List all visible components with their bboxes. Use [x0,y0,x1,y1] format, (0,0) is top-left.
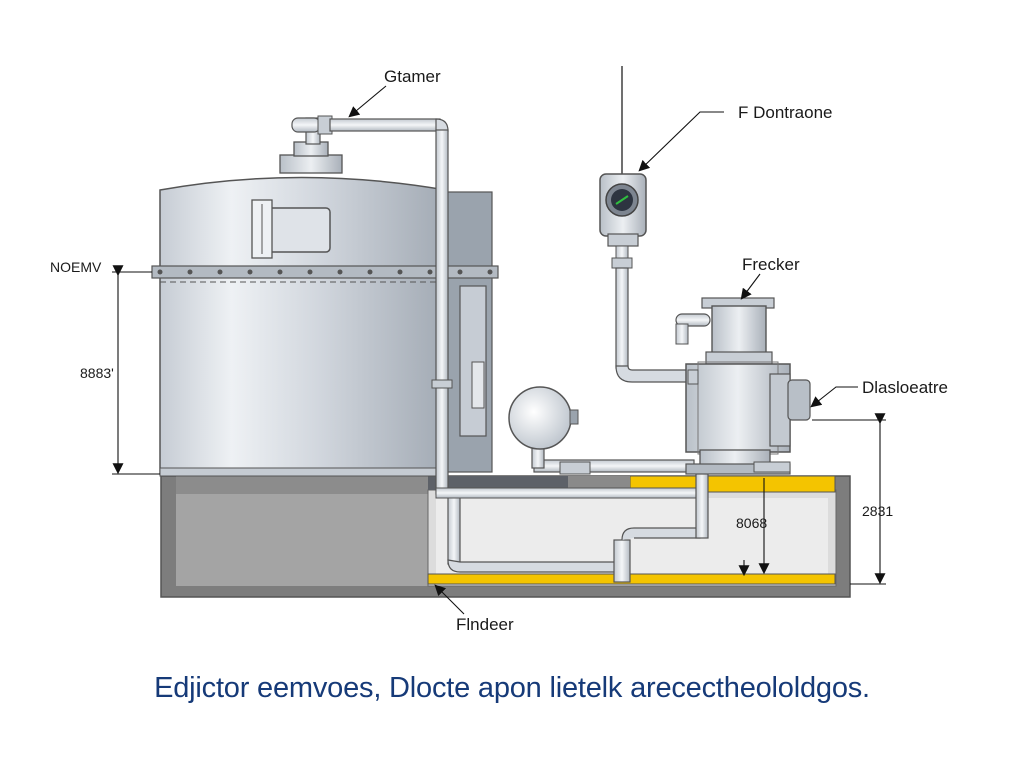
label-tank-top: NOEMV [50,259,102,275]
label-bottom-pipe: Flndeer [456,615,514,634]
dimension-lines [112,265,886,585]
tank-hatch [267,207,331,253]
pressure-gauge-round [508,386,695,475]
tank-outlet-pipe [291,115,709,583]
label-top-pipe: Gtamer [384,67,441,86]
label-pit-depth: 8068 [736,515,767,531]
leader-lines [348,85,858,615]
label-motor: Dlasloeatre [862,378,948,397]
diagram-caption: Edjictor eemvoes, Dlocte apon lietelk ar… [154,672,870,704]
label-pump-top: Frecker [742,255,800,274]
label-tank-height: 8883' [80,365,114,381]
label-right-height: 2831 [862,503,893,519]
pump-motor-assembly [675,297,811,475]
storage-tank [151,141,499,477]
label-gauge: F Dontraone [738,103,833,122]
